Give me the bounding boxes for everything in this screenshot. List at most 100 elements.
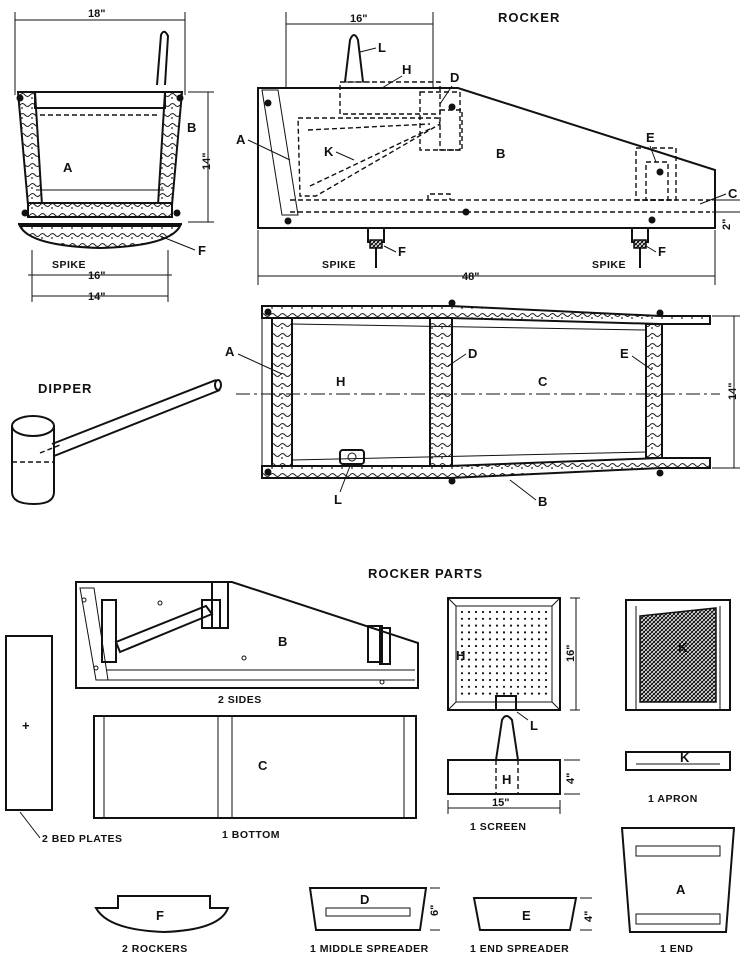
middle-spreader-caption: 1 MIDDLE SPREADER bbox=[310, 943, 429, 955]
end-dim-height: 14" bbox=[201, 153, 213, 170]
screen-perforations bbox=[460, 610, 548, 695]
screen-hole bbox=[516, 617, 520, 620]
screen-hole bbox=[530, 658, 534, 661]
side-label-k: K bbox=[324, 144, 334, 159]
screen-hole bbox=[481, 617, 485, 620]
end-label-b: B bbox=[187, 120, 196, 135]
screen-hole bbox=[495, 638, 499, 641]
side-label-b: B bbox=[496, 146, 505, 161]
plan-label-h: H bbox=[336, 374, 345, 389]
screen-hole bbox=[523, 631, 527, 634]
apron-letter-k: K bbox=[678, 640, 688, 655]
screen-hole bbox=[537, 624, 541, 627]
screen-hole bbox=[523, 651, 527, 654]
side-label-c: C bbox=[728, 186, 738, 201]
plan-label-e: E bbox=[620, 346, 629, 361]
screen-hole bbox=[488, 638, 492, 641]
screen-hole bbox=[544, 651, 548, 654]
side-dim-2: 2" bbox=[721, 219, 733, 230]
screen-hole bbox=[537, 631, 541, 634]
screen-hole bbox=[530, 665, 534, 668]
screen-hole bbox=[509, 685, 513, 688]
screen-hole bbox=[544, 610, 548, 614]
screen-hole bbox=[495, 672, 499, 675]
screen-hole bbox=[523, 678, 527, 682]
screen-letter-h2: H bbox=[502, 772, 511, 787]
screen-hole bbox=[467, 624, 471, 627]
screen-hole bbox=[460, 665, 464, 668]
screen-hole bbox=[530, 692, 534, 695]
screen-hole bbox=[509, 672, 513, 675]
screen-hole bbox=[544, 644, 548, 648]
rocker-title: ROCKER bbox=[498, 10, 560, 25]
screen-hole bbox=[502, 651, 506, 654]
screen-hole bbox=[460, 631, 464, 634]
screen-hole bbox=[537, 658, 541, 661]
screen-hole bbox=[509, 631, 513, 634]
screen-hole bbox=[516, 631, 520, 634]
screen-hole bbox=[544, 672, 548, 675]
screen-hole bbox=[502, 617, 506, 620]
screen-hole bbox=[537, 685, 541, 688]
screen-hole bbox=[467, 692, 471, 695]
screen-hole bbox=[460, 638, 464, 641]
screen-hole bbox=[467, 617, 471, 620]
screen-hole bbox=[488, 624, 492, 627]
screen-hole bbox=[516, 665, 520, 668]
apron-caption: 1 APRON bbox=[648, 793, 698, 805]
bottom-letter: C bbox=[258, 758, 268, 773]
screen-hole bbox=[502, 678, 506, 682]
side-label-f1: F bbox=[398, 244, 406, 259]
screen-hole bbox=[509, 638, 513, 641]
screen-hole bbox=[530, 685, 534, 688]
rockers-caption: 2 ROCKERS bbox=[122, 943, 188, 955]
screen-hole bbox=[495, 610, 499, 614]
screen-hole bbox=[481, 685, 485, 688]
screen-hole bbox=[516, 624, 520, 627]
screen-hole bbox=[502, 638, 506, 641]
screen-hole bbox=[467, 685, 471, 688]
screen-hole bbox=[495, 624, 499, 627]
part-sides: B 2 SIDES bbox=[75, 581, 419, 706]
end-dim-top: 18" bbox=[88, 8, 105, 20]
screen-hole bbox=[537, 617, 541, 620]
screen-hole bbox=[502, 665, 506, 668]
part-end: A 1 END bbox=[620, 827, 736, 955]
screen-hole bbox=[481, 658, 485, 661]
screen-hole bbox=[509, 624, 513, 627]
screen-hole bbox=[481, 692, 485, 695]
part-bed-plates: + 2 BED PLATES bbox=[5, 635, 122, 845]
screen-hole bbox=[502, 631, 506, 634]
screen-hole bbox=[537, 651, 541, 654]
screen-hole bbox=[509, 665, 513, 668]
screen-dim-15: 15" bbox=[492, 797, 509, 809]
screen-hole bbox=[502, 658, 506, 661]
screen-hole bbox=[467, 672, 471, 675]
screen-hole bbox=[523, 665, 527, 668]
screen-hole bbox=[488, 617, 492, 620]
screen-hole bbox=[460, 624, 464, 627]
plan-dim-width: 14" bbox=[727, 383, 739, 400]
screen-letter-h: H bbox=[456, 648, 465, 663]
screen-hole bbox=[502, 685, 506, 688]
screen-hole bbox=[467, 678, 471, 682]
plan-label-a: A bbox=[225, 344, 235, 359]
screen-hole bbox=[467, 631, 471, 634]
screen-hole bbox=[509, 651, 513, 654]
part-screen: L H 16" H 4" 15" 1 SCREEN bbox=[447, 597, 580, 833]
screen-hole bbox=[481, 610, 485, 614]
screen-hole bbox=[509, 610, 513, 614]
screen-hole bbox=[474, 672, 478, 675]
screen-hole bbox=[495, 692, 499, 695]
screen-hole bbox=[544, 678, 548, 682]
screen-hole bbox=[544, 658, 548, 661]
screen-hole bbox=[495, 644, 499, 648]
end-spreader-caption: 1 END SPREADER bbox=[470, 943, 569, 955]
screen-hole bbox=[488, 678, 492, 682]
apron-letter-k2: K bbox=[680, 750, 690, 765]
bed-plates-caption: 2 BED PLATES bbox=[42, 833, 122, 845]
screen-hole bbox=[530, 678, 534, 682]
screen-hole bbox=[516, 672, 520, 675]
screen-hole bbox=[537, 665, 541, 668]
screen-hole bbox=[523, 610, 527, 614]
